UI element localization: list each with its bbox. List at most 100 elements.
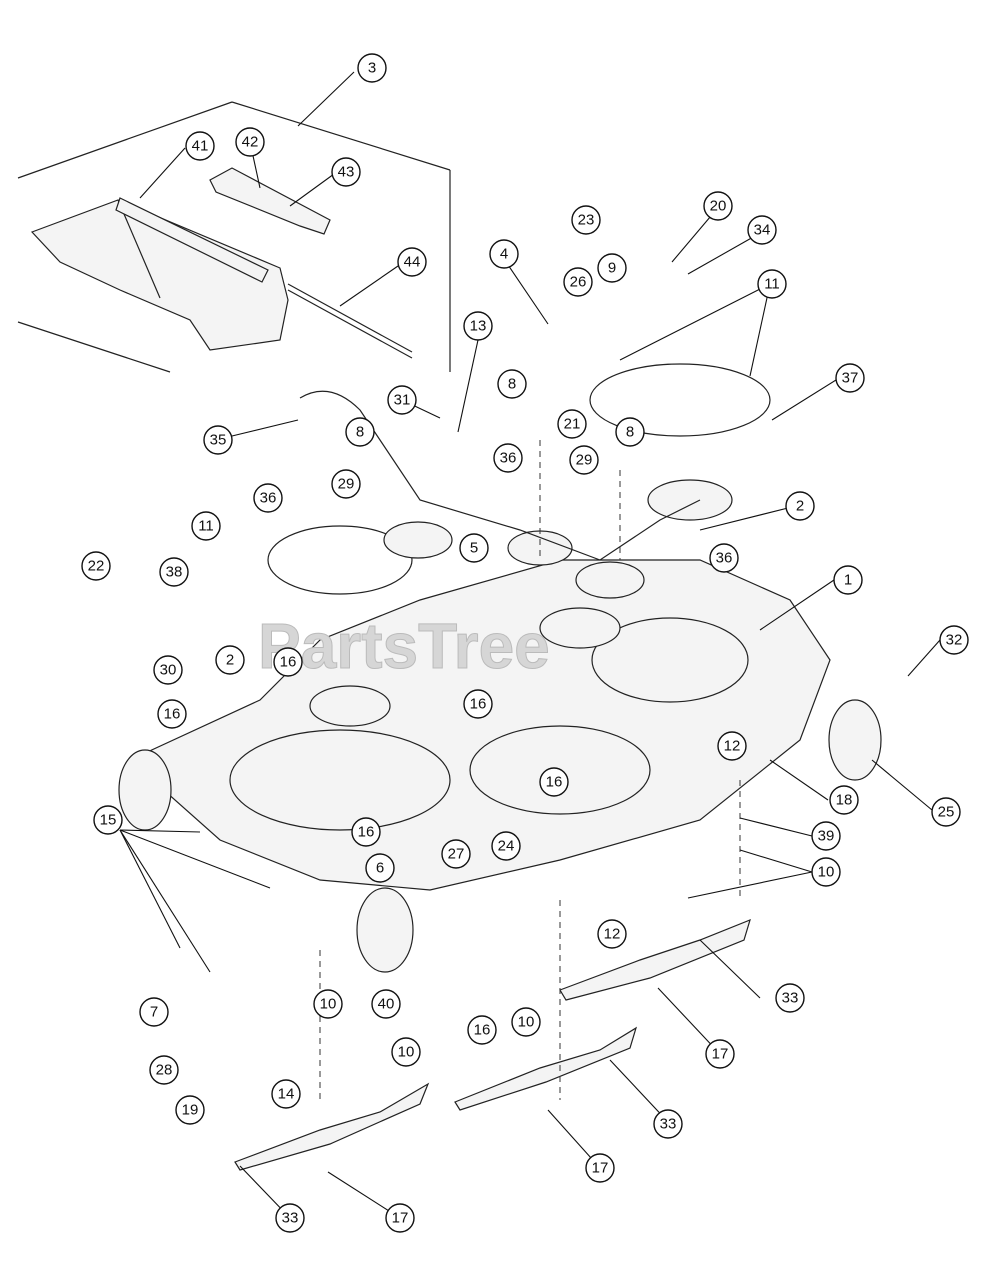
svg-text:13: 13 — [470, 318, 487, 335]
assembly-guides — [319, 440, 741, 1100]
callout-18: 18 — [829, 785, 859, 815]
leader-lines — [119, 71, 941, 1219]
svg-text:8: 8 — [508, 376, 516, 393]
svg-text:7: 7 — [150, 1004, 158, 1021]
svg-text:36: 36 — [260, 490, 277, 507]
callout-44: 44 — [397, 247, 427, 277]
callout-22: 22 — [81, 551, 111, 581]
callout-10: 10 — [313, 989, 343, 1019]
callout-36: 36 — [253, 483, 283, 513]
callout-12: 12 — [597, 919, 627, 949]
svg-text:11: 11 — [198, 518, 214, 535]
callout-25: 25 — [931, 797, 961, 827]
svg-text:25: 25 — [938, 804, 955, 821]
svg-text:29: 29 — [576, 452, 593, 469]
svg-text:29: 29 — [338, 476, 355, 493]
inset-view — [17, 101, 451, 373]
svg-text:17: 17 — [392, 1210, 409, 1227]
callout-26: 26 — [563, 267, 593, 297]
svg-text:21: 21 — [564, 416, 581, 433]
svg-text:43: 43 — [338, 164, 355, 181]
callout-16: 16 — [351, 817, 381, 847]
svg-text:35: 35 — [210, 432, 227, 449]
svg-text:2: 2 — [796, 498, 804, 515]
svg-text:20: 20 — [710, 198, 727, 215]
svg-text:42: 42 — [242, 134, 259, 151]
svg-text:36: 36 — [716, 550, 733, 567]
callout-14: 14 — [271, 1079, 301, 1109]
svg-text:11: 11 — [764, 276, 780, 293]
svg-text:8: 8 — [626, 424, 634, 441]
callout-29: 29 — [569, 445, 599, 475]
svg-text:24: 24 — [498, 838, 515, 855]
svg-text:31: 31 — [394, 392, 411, 409]
svg-text:12: 12 — [724, 738, 741, 755]
callout-33: 33 — [275, 1203, 305, 1233]
svg-text:33: 33 — [282, 1210, 299, 1227]
svg-text:32: 32 — [946, 632, 963, 649]
callout-21: 21 — [557, 409, 587, 439]
svg-text:16: 16 — [358, 824, 375, 841]
callout-16: 16 — [157, 699, 187, 729]
callout-17: 17 — [705, 1039, 735, 1069]
svg-text:44: 44 — [404, 254, 421, 271]
callout-10: 10 — [811, 857, 841, 887]
callout-7: 7 — [139, 997, 169, 1027]
callout-32: 32 — [939, 625, 969, 655]
callout-8: 8 — [345, 417, 375, 447]
svg-text:27: 27 — [448, 846, 465, 863]
svg-text:2: 2 — [226, 652, 234, 669]
callout-12: 12 — [717, 731, 747, 761]
callout-10: 10 — [391, 1037, 421, 1067]
callout-31: 31 — [387, 385, 417, 415]
callout-11: 11 — [757, 269, 787, 299]
callout-17: 17 — [385, 1203, 415, 1233]
callout-29: 29 — [331, 469, 361, 499]
svg-text:5: 5 — [470, 540, 478, 557]
svg-text:36: 36 — [500, 450, 517, 467]
svg-text:41: 41 — [192, 138, 209, 155]
callout-5: 5 — [459, 533, 489, 563]
callout-42: 42 — [235, 127, 265, 157]
callout-1: 1 — [833, 565, 863, 595]
callout-16: 16 — [467, 1015, 497, 1045]
callout-4: 4 — [489, 239, 519, 269]
svg-text:14: 14 — [278, 1086, 295, 1103]
callout-40: 40 — [371, 989, 401, 1019]
svg-text:9: 9 — [608, 260, 616, 277]
svg-text:10: 10 — [320, 996, 337, 1013]
callout-16: 16 — [539, 767, 569, 797]
svg-text:1: 1 — [844, 572, 852, 589]
callout-20: 20 — [703, 191, 733, 221]
blades — [234, 918, 751, 1171]
callout-8: 8 — [497, 369, 527, 399]
svg-text:39: 39 — [818, 828, 835, 845]
mower-deck — [128, 363, 831, 891]
svg-text:37: 37 — [842, 370, 859, 387]
callout-27: 27 — [441, 839, 471, 869]
callout-16: 16 — [273, 647, 303, 677]
callout-33: 33 — [653, 1109, 683, 1139]
callout-41: 41 — [185, 131, 215, 161]
svg-text:19: 19 — [182, 1102, 199, 1119]
callout-2: 2 — [215, 645, 245, 675]
watermark: PartsTree — [258, 610, 550, 682]
svg-text:16: 16 — [546, 774, 563, 791]
svg-text:16: 16 — [474, 1022, 491, 1039]
callout-17: 17 — [585, 1153, 615, 1183]
callout-24: 24 — [491, 831, 521, 861]
callout-11: 11 — [191, 511, 221, 541]
svg-text:22: 22 — [88, 558, 105, 575]
callout-2: 2 — [785, 491, 815, 521]
svg-text:38: 38 — [166, 564, 183, 581]
svg-text:16: 16 — [164, 706, 181, 723]
callout-28: 28 — [149, 1055, 179, 1085]
callout-36: 36 — [709, 543, 739, 573]
svg-text:10: 10 — [818, 864, 835, 881]
callout-19: 19 — [175, 1095, 205, 1125]
svg-text:18: 18 — [836, 792, 853, 809]
svg-text:16: 16 — [280, 654, 297, 671]
callout-39: 39 — [811, 821, 841, 851]
svg-text:33: 33 — [660, 1116, 677, 1133]
